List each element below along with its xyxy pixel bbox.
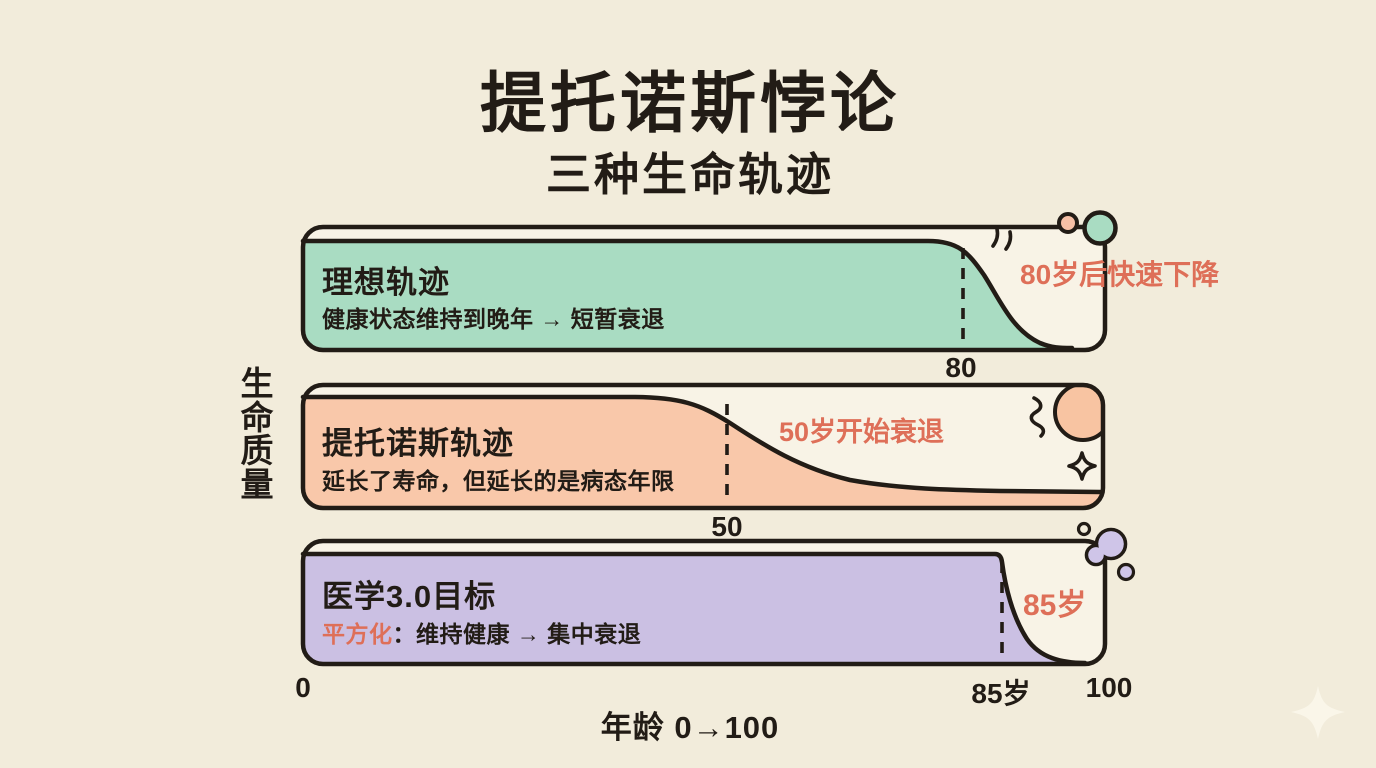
tick-80: 80 <box>945 352 977 383</box>
tick-85: 85岁 <box>971 678 1031 709</box>
tick-0: 0 <box>295 672 311 703</box>
panel-medicine-description-highlight: 平方化 <box>322 621 393 647</box>
tick-100: 100 <box>1085 672 1133 703</box>
accent-tick-marks-icon <box>991 227 1013 251</box>
panel-tithonus-curve <box>300 394 1103 495</box>
peach-sun-icon <box>1053 385 1103 442</box>
tiny-open-dot-icon <box>1076 521 1092 537</box>
panel-medicine-annotation: 85岁 <box>1023 589 1087 622</box>
tick-50: 50 <box>711 511 743 542</box>
panel-tithonus-area <box>303 397 1103 508</box>
panel-medicine-description-rest: ：维持健康 → 集中衰退 <box>392 621 642 647</box>
panel-tithonus-description: 延长了寿命，但延长的是病态年限 <box>322 468 675 494</box>
panel-medicine-title: 医学3.0目标 <box>322 579 497 614</box>
panel-medicine-curve <box>300 551 1088 666</box>
panel-ideal-annotation: 80岁后快速下降 <box>1020 259 1220 290</box>
panel-medicine-description: 平方化：维持健康 → 集中衰退 <box>322 615 641 649</box>
background-sparkle-icon <box>1291 686 1345 739</box>
panel-tithonus-graphic <box>300 382 1106 511</box>
y-axis-label: 生命质量 <box>240 365 274 503</box>
panel-tithonus-title: 提托诺斯轨迹 <box>322 426 514 461</box>
page-subtitle: 三种生命轨迹 <box>545 149 835 200</box>
panel-medicine-graphic <box>300 521 1136 667</box>
panel-ideal-border <box>300 224 1108 353</box>
small-purple-dot-icon <box>1116 562 1136 582</box>
small-salmon-dot-icon <box>1057 212 1079 234</box>
panel-ideal-area <box>303 241 1072 350</box>
panel-ideal-description: 健康状态维持到晚年 → 短暂衰退 <box>322 306 665 332</box>
squiggle-icon <box>1029 396 1046 438</box>
page-title: 提托诺斯悖论 <box>480 66 900 140</box>
purple-blob-icon <box>1084 527 1128 567</box>
panel-ideal-title: 理想轨迹 <box>322 265 450 300</box>
panel-ideal-graphic <box>300 210 1118 353</box>
panel-ideal-curve <box>300 238 1075 351</box>
panel-tithonus-annotation: 50岁开始衰退 <box>779 417 945 447</box>
sparkle-outline-icon <box>1067 451 1097 481</box>
panel-medicine-border <box>300 538 1108 667</box>
panel-tithonus-border <box>300 382 1106 511</box>
x-axis-label: 年龄 0→100 <box>600 710 780 745</box>
large-mint-dot-icon <box>1082 210 1118 246</box>
panel-medicine-area <box>303 554 1085 663</box>
